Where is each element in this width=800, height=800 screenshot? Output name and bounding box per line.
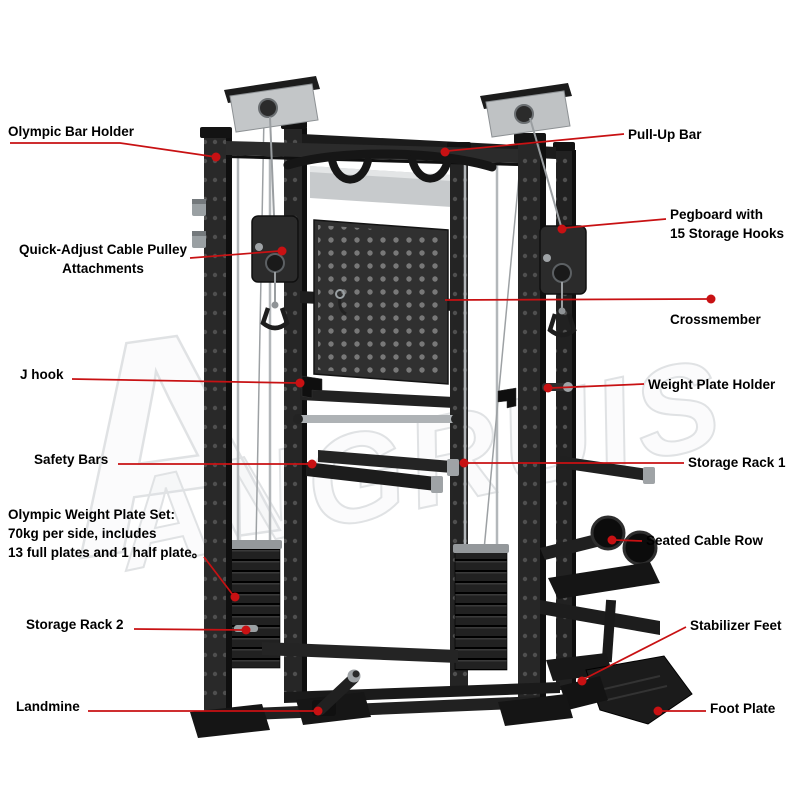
lower-crossbar	[262, 642, 458, 663]
callout-foot-plate: Foot Plate	[710, 701, 776, 716]
callout-olympic-weight-plate-set: Olympic Weight Plate Set: 70kg per side,…	[8, 507, 206, 561]
cable-carriage-right	[529, 117, 587, 338]
leader-landmine	[88, 706, 323, 716]
callout-leaders	[10, 133, 716, 716]
callout-j-hook: J hook	[20, 367, 64, 382]
watermark-initial: A	[35, 260, 296, 623]
callout-stabilizer-feet: Stabilizer Feet	[690, 618, 782, 633]
callout-olympic-bar-holder: Olympic Bar Holder	[8, 124, 135, 139]
leader-crossmember	[444, 294, 716, 304]
leader-storage-rack-1	[459, 458, 684, 468]
cable-trolley-left	[224, 76, 320, 133]
base-frame	[190, 682, 573, 738]
leader-storage-rack-2	[133, 625, 251, 635]
barbell-bar	[293, 414, 461, 424]
pull-up-bar	[283, 149, 497, 184]
olympic-bar-holder	[192, 199, 206, 248]
leader-j-hook	[71, 378, 305, 388]
front-uprights	[200, 127, 546, 718]
callout-landmine: Landmine	[16, 699, 80, 714]
callout-weight-plate-holder: Weight Plate Holder	[648, 377, 776, 392]
leader-weight-plate-holder	[543, 383, 645, 393]
leader-safety-bars	[118, 459, 317, 469]
leader-olympic-weight-plate-set	[203, 556, 240, 602]
callout-safety-bars: Safety Bars	[34, 452, 109, 467]
foot-plate	[560, 655, 693, 725]
callout-pull-up-bar: Pull-Up Bar	[628, 127, 702, 142]
leader-pull-up-bar	[440, 133, 625, 157]
leader-pegboard	[557, 218, 667, 234]
j-hooks	[301, 375, 517, 409]
cable-trolley-right	[480, 83, 572, 138]
callout-seated-cable-row: Seated Cable Row	[646, 533, 764, 548]
leader-seated-cable-row	[607, 535, 643, 545]
safety-bars	[306, 450, 459, 493]
leader-stabilizer-feet	[577, 626, 687, 686]
callout-crossmember: Crossmember	[670, 312, 761, 327]
pegboard	[313, 219, 449, 385]
callout-storage-rack-2: Storage Rack 2	[26, 617, 124, 632]
weight-stack-right	[453, 122, 525, 671]
leader-quick-adjust-cable-pulley	[189, 246, 287, 259]
cable-carriage-left	[251, 116, 299, 331]
callout-quick-adjust-cable-pulley: Quick-Adjust Cable Pulley Attachments	[18, 242, 188, 277]
landmine	[312, 669, 361, 716]
callout-storage-rack-1: Storage Rack 1	[688, 455, 786, 470]
callout-pegboard: Pegboard with 15 Storage Hooks	[670, 207, 785, 242]
leader-foot-plate	[653, 706, 706, 716]
leader-olympic-bar-holder	[10, 142, 221, 162]
top-panel	[310, 166, 452, 207]
